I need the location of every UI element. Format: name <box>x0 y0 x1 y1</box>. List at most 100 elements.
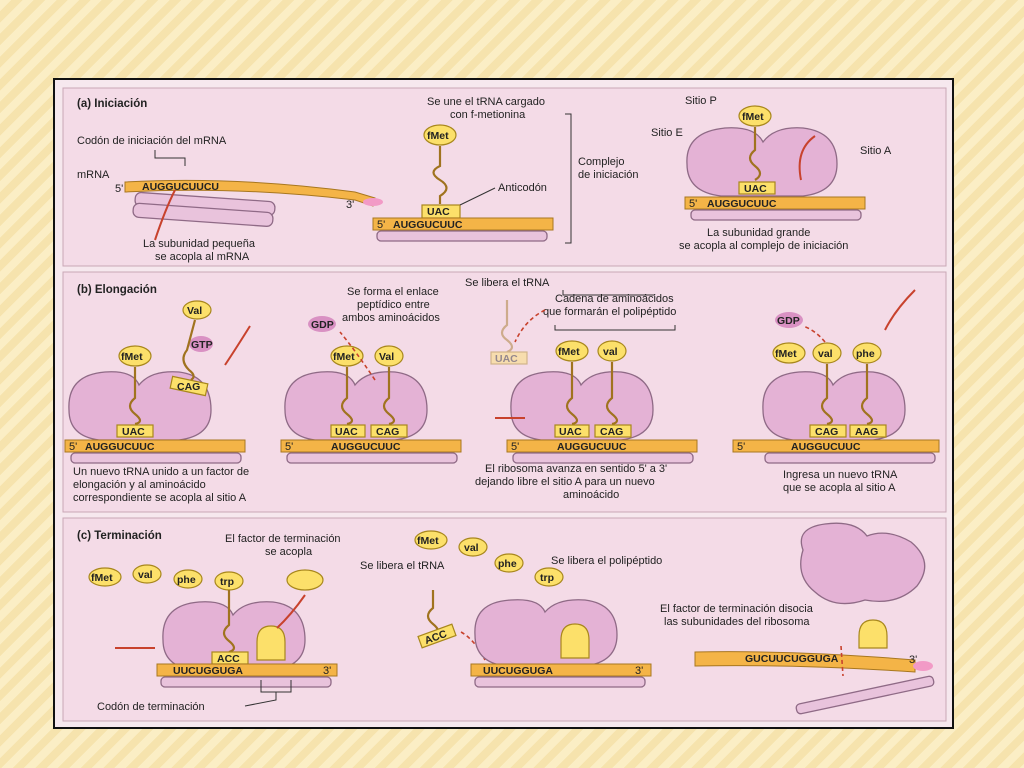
polypeptide-free: Se libera el polipéptido <box>551 555 662 567</box>
figure-frame: (a) Iniciación Codón de iniciación del m… <box>53 78 954 729</box>
small-sub-label-2: se acopla al mRNA <box>155 251 250 263</box>
chain-1: Cadena de aminoácidos <box>555 293 674 305</box>
five-prime-a2: 5' <box>377 219 385 231</box>
label-text: 5' <box>511 441 519 453</box>
new-trna-3: correspondiente se acopla al sitio A <box>73 492 247 504</box>
gdp-b2: GDP <box>311 319 334 331</box>
fmet-a: fMet <box>427 130 449 142</box>
three-prime-a: 3' <box>346 199 354 211</box>
label-text: UAC <box>495 353 518 365</box>
anticodon-a: UAC <box>427 206 450 218</box>
mrna-a3 <box>684 196 866 210</box>
cag-b2: CAG <box>376 426 399 438</box>
aag-b4: AAG <box>855 426 878 438</box>
peptide-1: Se forma el enlace <box>347 286 439 298</box>
ribosome-b3: Se libera el tRNA Cadena de aminoácidos … <box>465 277 698 464</box>
term-mrna-c1: UUCUGGUGA <box>173 665 243 677</box>
peptide-2: peptídico entre <box>357 299 430 311</box>
dissoc-1: El factor de terminación disocia <box>660 603 814 615</box>
arrow-a2 <box>798 135 816 181</box>
trna-free-c: Se libera el tRNA <box>360 560 445 572</box>
large-subunit-a <box>686 127 838 197</box>
label-text: 5' <box>69 441 77 453</box>
term-factor-1: El factor de terminación <box>225 533 341 545</box>
peptide-3: ambos aminoácidos <box>342 312 440 324</box>
val-b2: Val <box>379 351 394 363</box>
trna-joins-2: con f-metionina <box>450 109 526 121</box>
label-text: AUGGUCUUC <box>791 441 861 453</box>
mrna-label: mRNA <box>77 169 110 181</box>
site-p: Sitio P <box>685 95 717 107</box>
cag-b4: CAG <box>815 426 838 438</box>
ribosome-b2: Se forma el enlace peptídico entre ambos… <box>280 286 462 464</box>
chain-c2-0: fMet <box>417 535 439 547</box>
mrna-seq-a: AUGGUCUUCU <box>142 181 219 193</box>
enter-1: Ingresa un nuevo tRNA <box>783 469 898 481</box>
ribosome-c1: ACC UUCUGGUGA 3' <box>115 569 338 707</box>
codon-init-label: Codón de iniciación del mRNA <box>77 135 227 147</box>
ribosome-c3: El factor de terminación disocia las sub… <box>660 522 935 715</box>
trna-a <box>432 146 448 204</box>
mrna-a: 5' 3' AUGGUCUUCU <box>115 179 383 211</box>
chain-c1-3: trp <box>220 576 234 588</box>
five-prime-a: 5' <box>115 183 123 195</box>
site-a: Sitio A <box>860 145 892 157</box>
dissoc-2: las subunidades del ribosoma <box>664 616 810 628</box>
chain-c1: fMet val phe trp <box>88 564 244 591</box>
acc-c1: ACC <box>217 653 240 665</box>
translation-diagram: (a) Iniciación Codón de iniciación del m… <box>62 87 947 722</box>
chain-c1-1: val <box>138 569 153 581</box>
fmet-a-circle <box>423 124 457 146</box>
fmet-b3: fMet <box>558 346 580 358</box>
label-text: 3' <box>635 665 643 677</box>
mrna-b1: AUGGUCUUC <box>85 441 155 453</box>
label-text: UAC <box>335 426 358 438</box>
label-text: AUGGUCUUC <box>557 441 627 453</box>
codon-bracket <box>154 150 186 166</box>
small-sub-label-1: La subunidad pequeña <box>143 238 256 250</box>
label-text: CAG <box>600 426 623 438</box>
gdp-b4: GDP <box>777 315 800 327</box>
phe-b4: phe <box>856 348 875 360</box>
large-sub-2: se acopla al complejo de iniciación <box>679 240 848 252</box>
ribosome-b1: fMet UAC Val GTP CAG 5' AUGGUCUUC <box>64 300 251 464</box>
chain-c2-2: phe <box>498 558 517 570</box>
complex-label-1: Complejo <box>578 156 624 168</box>
uac-b1: UAC <box>122 426 145 438</box>
new-trna-1: Un nuevo tRNA unido a un factor de <box>73 466 249 478</box>
fmet-b1: fMet <box>121 351 143 363</box>
large-sub-1: La subunidad grande <box>707 227 810 239</box>
mrna-a3-seq: AUGGUCUUC <box>707 198 777 210</box>
ribosome-c2: Se libera el tRNA Se libera el polipépti… <box>360 530 662 688</box>
label-text: 3' <box>909 654 917 666</box>
complex-label-2: de iniciación <box>578 169 639 181</box>
label-text: 5' <box>689 198 697 210</box>
complex-bracket <box>565 113 572 244</box>
chain-c2-3: trp <box>540 572 554 584</box>
term-mrna-c2: UUCUGGUGA <box>483 665 553 677</box>
fmet-a2: fMet <box>742 111 764 123</box>
label-text: 3' <box>323 665 331 677</box>
gtp-b1: GTP <box>191 339 213 351</box>
val-b1: Val <box>187 305 202 317</box>
val-b3: val <box>603 346 618 358</box>
cag-b1: CAG <box>177 381 200 393</box>
label-text: AUGGUCUUC <box>331 441 401 453</box>
panel-b-title: (b) Elongación <box>77 284 157 296</box>
label-text: 5' <box>737 441 745 453</box>
ribo-adv-1: El ribosoma avanza en sentido 5' a 3' <box>485 463 667 475</box>
trna-joins-1: Se une el tRNA cargado <box>427 96 545 108</box>
ribo-adv-2: dejando libre el sitio A para un nuevo <box>475 476 655 488</box>
new-trna-2: elongación y al aminoácido <box>73 479 206 491</box>
site-e: Sitio E <box>651 127 683 139</box>
anticodon-a2: UAC <box>744 183 767 195</box>
label-text: 5' <box>285 441 293 453</box>
label-text: UAC <box>559 426 582 438</box>
fmet-b4: fMet <box>775 348 797 360</box>
enter-2: que se acopla al sitio A <box>783 482 896 494</box>
complex-mrna: AUGGUCUUC <box>393 219 463 231</box>
val-b4: val <box>818 348 833 360</box>
anticodon-label: Anticodón <box>498 182 547 194</box>
panel-a-title: (a) Iniciación <box>77 98 147 110</box>
